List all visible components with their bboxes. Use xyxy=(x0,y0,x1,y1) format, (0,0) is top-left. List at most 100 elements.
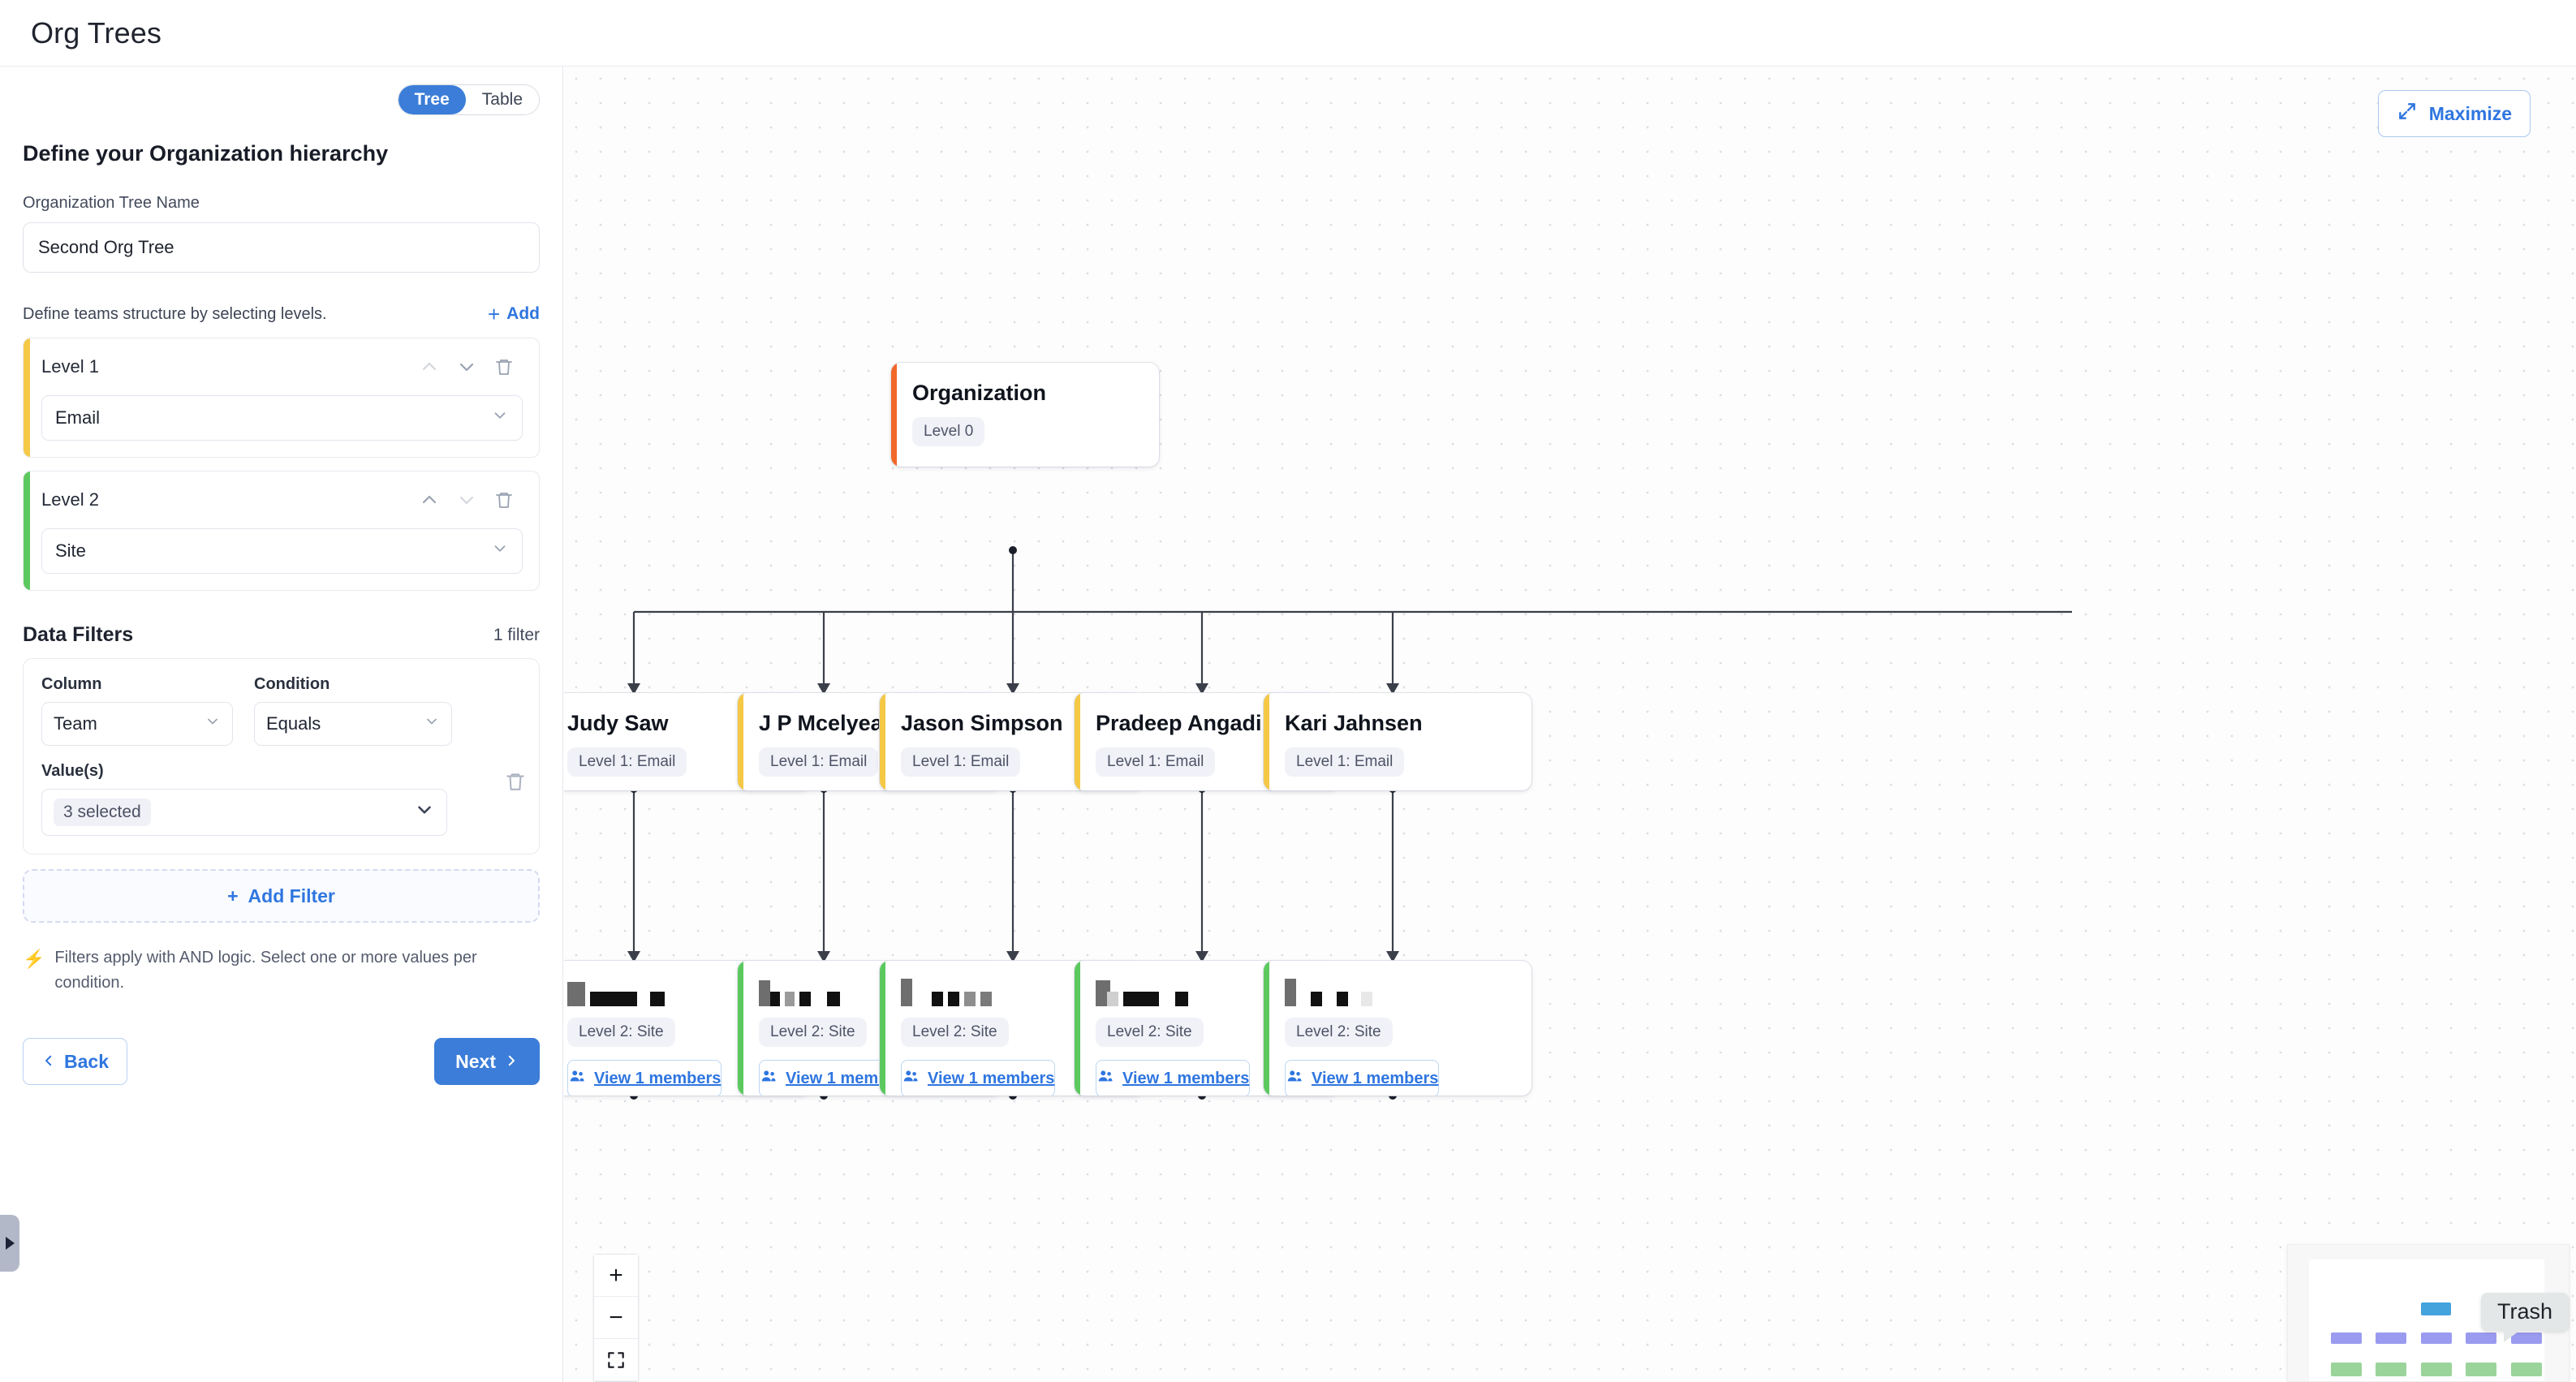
wizard-nav: Back Next xyxy=(23,1038,540,1085)
tab-tree[interactable]: Tree xyxy=(398,85,466,114)
view-toggle: Tree Table xyxy=(23,67,540,115)
minimap-node-root xyxy=(2421,1302,2451,1315)
plus-icon: + xyxy=(227,885,239,906)
condition-select[interactable]: Equals xyxy=(254,702,452,746)
node-level-badge: Level 1: Email xyxy=(759,747,879,777)
column-label: Column xyxy=(41,675,102,693)
minimap-node-level2 xyxy=(2511,1363,2542,1376)
people-icon xyxy=(902,1067,920,1090)
view-members-button[interactable]: View 1 members xyxy=(1285,1060,1440,1096)
redacted-node-title xyxy=(1285,979,1510,1006)
tree-name-input[interactable] xyxy=(23,222,540,273)
next-button[interactable]: Next xyxy=(434,1038,540,1085)
node-level-badge: Level 1: Email xyxy=(1285,747,1405,777)
top-bar: Org Trees xyxy=(0,0,2576,67)
chevron-down-icon xyxy=(414,799,435,825)
node-title: Organization xyxy=(912,381,1047,405)
org-node-root[interactable]: Organization Level 0 xyxy=(891,363,1159,467)
fit-view-button[interactable] xyxy=(594,1339,638,1381)
maximize-label: Maximize xyxy=(2428,102,2512,124)
minimap-node-level2 xyxy=(2421,1363,2452,1376)
level-2-name: Level 2 xyxy=(41,489,99,510)
zoom-out-button[interactable]: − xyxy=(594,1297,638,1339)
view-members-label: View 1 members xyxy=(1122,1069,1250,1087)
minimap[interactable]: Trash xyxy=(2287,1244,2570,1382)
move-up-icon[interactable] xyxy=(411,483,448,517)
view-members-label: View 1 members xyxy=(928,1069,1055,1087)
minimap-node-level1 xyxy=(2331,1332,2362,1344)
node-title: Judy Saw xyxy=(567,711,669,735)
node-level-badge: Level 2: Site xyxy=(759,1018,867,1047)
people-icon xyxy=(760,1067,778,1090)
people-icon xyxy=(1286,1067,1303,1090)
column-value: Team xyxy=(54,713,97,734)
zoom-controls: + − xyxy=(593,1254,639,1382)
node-level-badge: Level 2: Site xyxy=(1096,1018,1204,1047)
level-1-name: Level 1 xyxy=(41,356,99,377)
redacted-node-title xyxy=(759,979,980,1006)
chevron-down-icon xyxy=(491,540,509,562)
org-node-level2[interactable]: Level 2: Site View 1 members xyxy=(1264,961,1531,1096)
back-label: Back xyxy=(64,1050,109,1072)
page-title: Org Trees xyxy=(31,15,162,50)
add-level-button[interactable]: + Add xyxy=(488,304,540,325)
delete-filter-icon[interactable] xyxy=(505,771,526,794)
minimap-node-level1 xyxy=(2421,1332,2452,1344)
play-triangle-icon xyxy=(5,1237,15,1250)
values-chip: 3 selected xyxy=(54,799,151,826)
redacted-node-title xyxy=(567,979,789,1006)
zoom-in-button[interactable]: + xyxy=(594,1255,638,1297)
node-title: Jason Simpson xyxy=(901,711,1063,735)
view-members-button[interactable]: View 1 members xyxy=(567,1060,722,1096)
node-level-badge: Level 1: Email xyxy=(901,747,1021,777)
tree-name-label: Organization Tree Name xyxy=(23,194,200,212)
move-down-icon[interactable] xyxy=(448,483,485,517)
panel-expander-handle[interactable] xyxy=(0,1215,19,1272)
node-level-badge: Level 2: Site xyxy=(1285,1018,1393,1047)
levels-hint: Define teams structure by selecting leve… xyxy=(23,304,327,323)
delete-level-icon[interactable] xyxy=(485,483,523,517)
panel-heading: Define your Organization hierarchy xyxy=(23,141,389,166)
view-members-label: View 1 members xyxy=(594,1069,722,1087)
move-up-icon[interactable] xyxy=(411,350,448,384)
level-card-2: Level 2 Site xyxy=(23,471,540,591)
node-title: J P Mcelyea xyxy=(759,711,883,735)
maximize-icon xyxy=(2397,101,2418,127)
people-icon xyxy=(568,1067,586,1090)
level-2-select[interactable]: Site xyxy=(41,528,523,574)
back-button[interactable]: Back xyxy=(23,1038,127,1085)
add-level-label: Add xyxy=(506,304,540,323)
values-select[interactable]: 3 selected xyxy=(41,789,447,836)
chevron-right-icon xyxy=(504,1051,519,1073)
level-1-select[interactable]: Email xyxy=(41,395,523,441)
lightning-icon: ⚡ xyxy=(23,949,45,969)
node-title: Pradeep Angadi xyxy=(1096,711,1262,735)
node-level-badge: Level 1: Email xyxy=(1096,747,1216,777)
minimap-node-level2 xyxy=(2376,1363,2406,1376)
delete-level-icon[interactable] xyxy=(485,350,523,384)
level-2-value: Site xyxy=(55,540,86,561)
trash-tooltip: Trash xyxy=(2480,1293,2569,1342)
view-members-label: View 1 members xyxy=(1312,1069,1439,1087)
filters-hint: ⚡ Filters apply with AND logic. Select o… xyxy=(23,945,477,996)
plus-icon: + xyxy=(487,302,501,326)
node-level-badge: Level 0 xyxy=(912,417,985,446)
minimap-node-level1 xyxy=(2376,1332,2406,1344)
add-filter-button[interactable]: + Add Filter xyxy=(23,869,540,923)
redacted-node-title xyxy=(1096,979,1317,1006)
node-level-badge: Level 1: Email xyxy=(567,747,687,777)
data-filters-title: Data Filters xyxy=(23,623,134,646)
chevron-down-icon xyxy=(491,407,509,429)
column-select[interactable]: Team xyxy=(41,702,233,746)
move-down-icon[interactable] xyxy=(448,350,485,384)
node-level-badge: Level 2: Site xyxy=(901,1018,1009,1047)
org-node-level1[interactable]: Kari Jahnsen Level 1: Email xyxy=(1264,693,1531,790)
view-members-button[interactable]: View 1 members xyxy=(1096,1060,1251,1096)
minimap-node-level1 xyxy=(2466,1332,2496,1344)
maximize-button[interactable]: Maximize xyxy=(2377,90,2531,137)
view-members-button[interactable]: View 1 members xyxy=(901,1060,1056,1096)
tab-table[interactable]: Table xyxy=(465,85,539,114)
org-chart-canvas[interactable]: Maximize xyxy=(564,67,2576,1382)
level-1-value: Email xyxy=(55,407,101,428)
